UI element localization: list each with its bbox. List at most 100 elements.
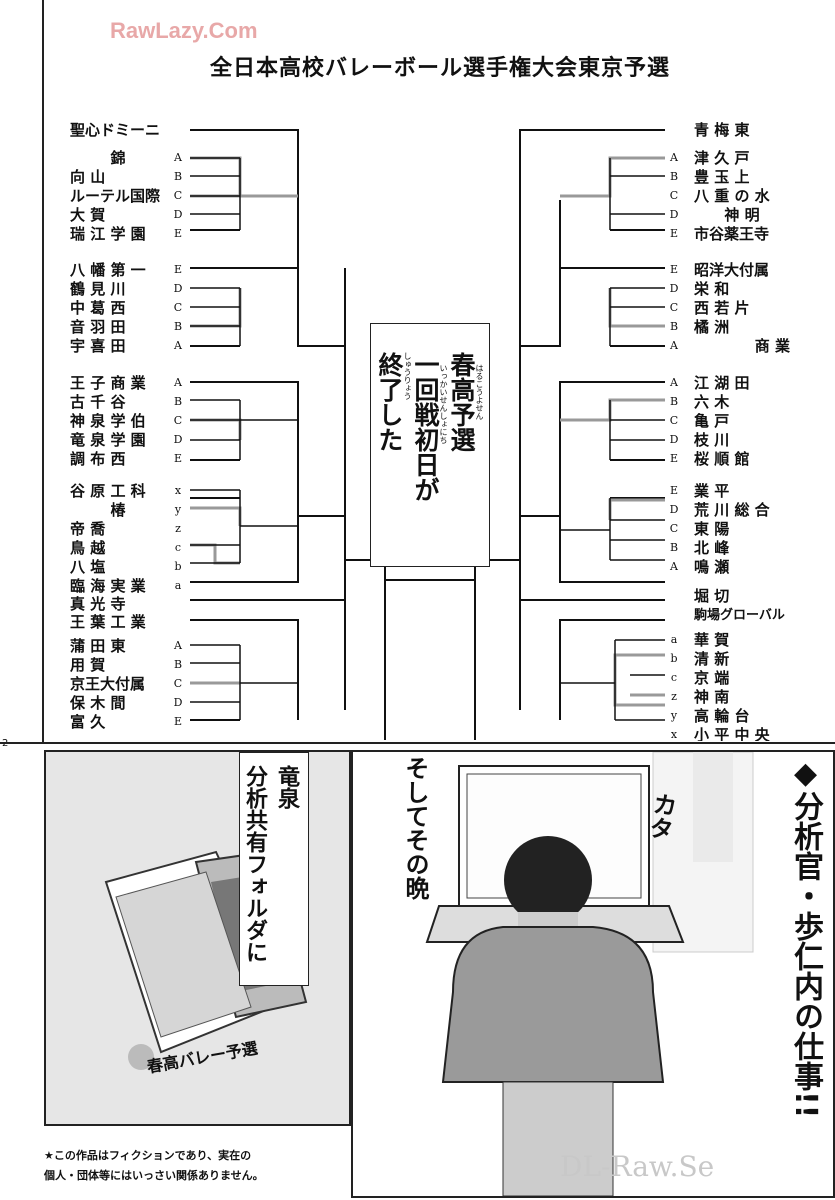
disclaimer: ★この作品はフィクションであり、実在の 個人・団体等にはいっさい関係ありません。: [44, 1146, 344, 1186]
seed-letter: B: [173, 320, 183, 333]
seed-letter: b: [174, 560, 182, 573]
team-name: 鶴 見 川: [70, 280, 126, 298]
page-left-border: [42, 0, 44, 742]
seed-letter: E: [173, 452, 183, 465]
right-team: 荒 川 総 合: [694, 500, 790, 520]
team-name: 荒 川 総 合: [694, 501, 770, 519]
seed-letter: B: [173, 395, 183, 408]
team-name: 八 塩: [70, 558, 106, 576]
left-team: 向 山: [70, 167, 166, 187]
right-team: 小 平 中 央: [694, 725, 790, 741]
team-name: 中 葛 西: [70, 299, 126, 317]
team-name: 富 久: [70, 713, 106, 731]
team-name: 堀 切: [694, 587, 730, 605]
disclaimer-line: 個人・団体等にはいっさい関係ありません。: [44, 1169, 264, 1182]
team-name: 大 賀: [70, 206, 106, 224]
team-name: 王 子 商 業: [70, 374, 146, 392]
seed-letter: C: [669, 414, 679, 427]
seed-letter: E: [669, 227, 679, 240]
right-team: 八 重 の 水: [694, 186, 790, 206]
team-name: 栄 和: [694, 280, 730, 298]
team-name: 古 千 谷: [70, 393, 126, 411]
left-team: 聖心ドミーニ: [70, 120, 166, 140]
seed-letter: C: [173, 301, 183, 314]
seed-letter: D: [669, 503, 679, 516]
team-name: 亀 戸: [694, 412, 730, 430]
right-team: 西 若 片: [694, 298, 790, 318]
seed-letter: z: [671, 690, 677, 703]
team-name: 錦: [110, 149, 126, 167]
seed-letter: E: [669, 452, 679, 465]
team-name: 豊 玉 上: [694, 168, 750, 186]
left-team: 臨 海 実 業: [70, 576, 166, 596]
left-team: 真 光 寺: [70, 594, 166, 614]
right-team: 業 平: [694, 481, 790, 501]
seed-letter: C: [669, 522, 679, 535]
seed-letter: D: [669, 282, 679, 295]
seed-letter: b: [670, 652, 678, 665]
team-name: 江 湖 田: [694, 374, 750, 392]
furigana: いっかいせんしょにち: [439, 364, 448, 444]
watermark-bottom: DL-Raw.Se: [560, 1150, 715, 1183]
right-team: 京 端: [694, 668, 790, 688]
left-team: 調 布 西: [70, 449, 166, 469]
team-name: 京 端: [694, 669, 730, 687]
seed-letter: B: [173, 658, 183, 671]
seed-letter: A: [174, 639, 182, 652]
seed-letter: z: [175, 522, 181, 535]
team-name: 竜 泉 学 園: [70, 431, 146, 449]
left-team: 八 幡 第 一: [70, 260, 166, 280]
team-name: 商 業: [754, 337, 790, 355]
team-name: 高 輪 台: [694, 707, 750, 725]
team-name: 鳴 瀬: [694, 558, 730, 576]
panel-analyst: そしてその晩 カタ ◆分析官・歩仁内の仕事!!: [351, 750, 835, 1198]
disclaimer-line: ★この作品はフィクションであり、実在の: [44, 1149, 252, 1162]
panel-folder: 竜泉 分析共有フォルダに 春高バレー予選: [44, 750, 351, 1126]
caption-text: 竜泉 分析共有フォルダに: [238, 765, 302, 963]
panel-divider: [0, 742, 835, 744]
narration-line: 一回戦初日が: [411, 352, 440, 502]
right-team: 六 木: [694, 392, 790, 412]
furigana: はるこうよせん: [475, 364, 484, 420]
team-name: 六 木: [694, 393, 730, 411]
right-team: 駒場グローバル: [694, 606, 790, 626]
seed-letter: y: [670, 709, 678, 722]
seed-letter: A: [174, 339, 182, 352]
team-name: 臨 海 実 業: [70, 577, 146, 595]
team-name: 東 陽: [694, 520, 730, 538]
left-team: 蒲 田 東: [70, 636, 166, 656]
seed-letter: C: [173, 414, 183, 427]
right-team: 枝 川: [694, 430, 790, 450]
seed-letter: B: [669, 541, 679, 554]
team-name: 向 山: [70, 168, 106, 186]
caption-line: 分析共有フォルダに: [242, 765, 267, 963]
seed-letter: D: [669, 433, 679, 446]
seed-letter: E: [173, 227, 183, 240]
left-team: ルーテル国際: [70, 186, 166, 206]
caption-line: 竜泉: [274, 765, 299, 809]
seed-letter: C: [173, 189, 183, 202]
team-name: 調 布 西: [70, 450, 126, 468]
seed-letter: a: [174, 579, 182, 592]
seed-letter: A: [174, 376, 182, 389]
narration-line: 終了した: [375, 352, 404, 452]
team-name: 津 久 戸: [694, 149, 750, 167]
seed-letter: E: [173, 715, 183, 728]
left-team: 神 泉 学 伯: [70, 411, 166, 431]
seed-letter: C: [173, 677, 183, 690]
team-name: 神 南: [694, 688, 730, 706]
left-team: 宇 喜 田: [70, 336, 166, 356]
left-team: 王 葉 工 業: [70, 612, 166, 632]
right-team: 豊 玉 上: [694, 167, 790, 187]
page-title: 全日本高校バレーボール選手権大会東京予選: [209, 56, 670, 81]
narration-line: 春高予選: [447, 352, 476, 452]
narration-box: 春高予選 一回戦初日が 終了した はるこうよせん いっかいせんしょにち しゅうり…: [370, 323, 490, 567]
team-name: ルーテル国際: [70, 187, 161, 205]
chapter-headline: ◆分析官・歩仁内の仕事!!: [788, 756, 823, 1119]
left-team: 谷 原 工 科: [70, 481, 166, 501]
seed-letter: D: [173, 696, 183, 709]
furigana: しゅうりょう: [403, 352, 412, 400]
seed-letter: B: [669, 170, 679, 183]
watermark-top: RawLazy.Com: [110, 18, 258, 43]
left-team: 京王大付属: [70, 674, 166, 694]
